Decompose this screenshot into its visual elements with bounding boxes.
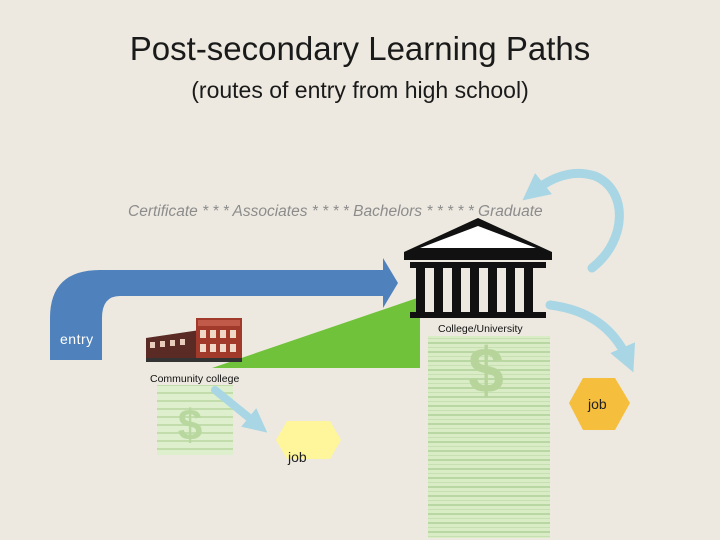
brick-building-icon <box>146 318 242 362</box>
job-label-small: job <box>288 449 307 465</box>
degree-sequence: Certificate * * * Associates * * * * Bac… <box>128 203 543 220</box>
job-hexagon-large <box>569 378 630 430</box>
college-to-job-arrow <box>211 386 268 433</box>
entry-arrow <box>50 258 398 360</box>
page-title: Post-secondary Learning Paths <box>129 30 591 67</box>
university-to-job-arrow <box>545 300 636 373</box>
job-hexagon-small <box>276 421 341 459</box>
university-label: College/University <box>438 323 523 335</box>
money-stack-large: $ <box>428 334 550 538</box>
svg-text:$: $ <box>178 401 202 450</box>
community-college-label: Community college <box>150 373 240 385</box>
job-label-large: job <box>588 396 607 412</box>
loop-arrow <box>522 168 624 273</box>
columned-building-icon <box>404 218 552 318</box>
green-ramp <box>212 297 420 368</box>
svg-text:$: $ <box>468 334 504 406</box>
entry-label: entry <box>60 331 94 347</box>
page-subtitle: (routes of entry from high school) <box>191 77 529 103</box>
